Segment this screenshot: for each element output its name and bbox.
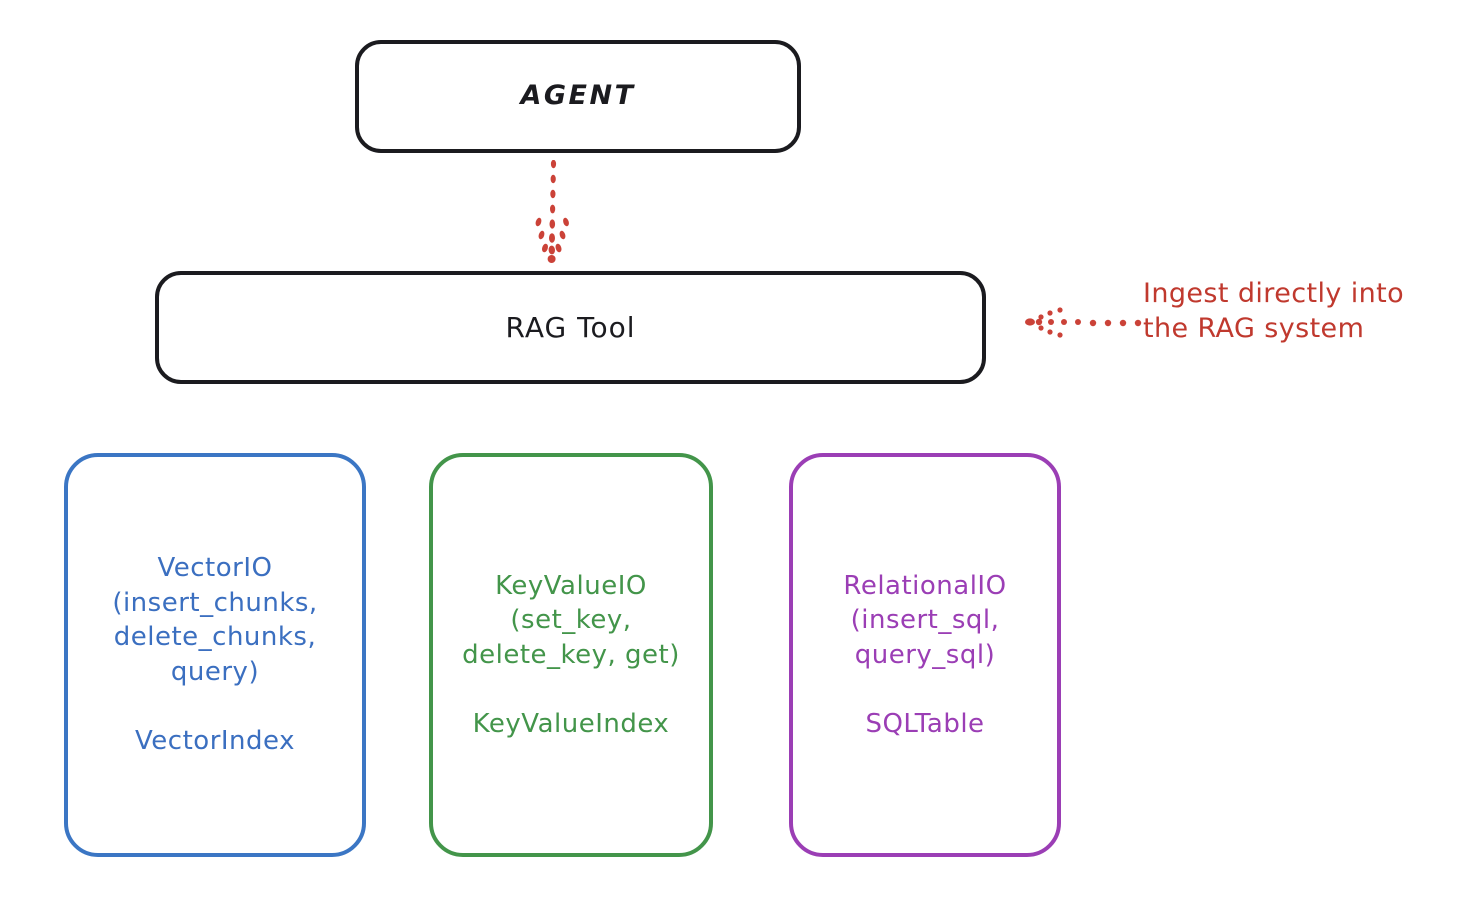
node-agent[interactable]: AGENT	[355, 40, 801, 153]
node-vector-io[interactable]: VectorIO (insert_chunks, delete_chunks, …	[64, 453, 366, 857]
node-key-value-io[interactable]: KeyValueIO (set_key, delete_key, get) Ke…	[429, 453, 713, 857]
node-rag-tool-label: RAG Tool	[505, 310, 636, 344]
node-vector-io-label: VectorIO (insert_chunks, delete_chunks, …	[112, 553, 318, 757]
annotation-ingest: Ingest directly into the RAG system	[1143, 278, 1405, 345]
node-agent-label: AGENT	[520, 80, 636, 112]
node-rag-tool[interactable]: RAG Tool	[155, 271, 986, 384]
ingest-arrow	[1025, 307, 1142, 338]
node-relational-io-label: RelationalIO (insert_sql, query_sql) SQL…	[843, 570, 1007, 739]
agent-to-rag-tool-arrow	[535, 160, 569, 263]
node-relational-io[interactable]: RelationalIO (insert_sql, query_sql) SQL…	[789, 453, 1061, 857]
node-key-value-io-label: KeyValueIO (set_key, delete_key, get) Ke…	[462, 570, 680, 739]
